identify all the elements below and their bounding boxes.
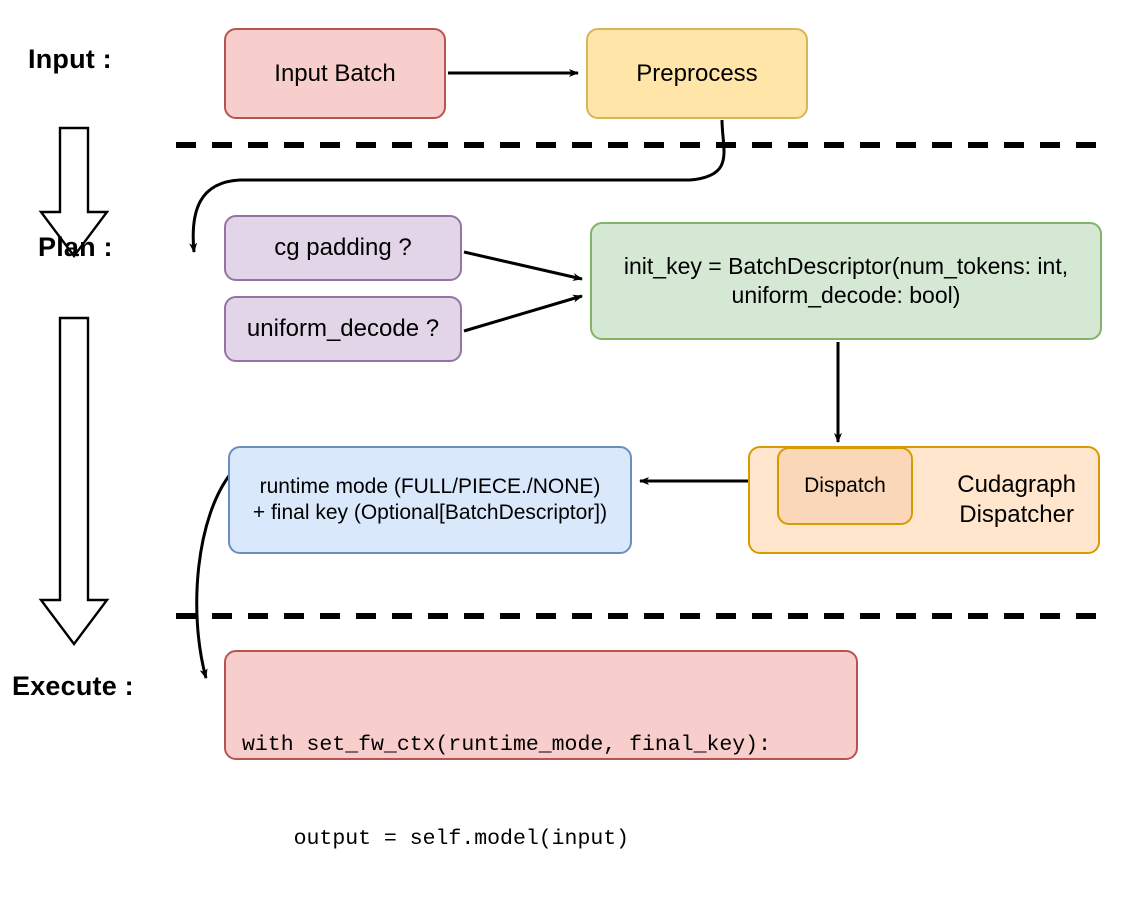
node-runtime-mode[interactable]: runtime mode (FULL/PIECE./NONE) + final … (228, 446, 632, 554)
node-uniform-decode-label: uniform_decode ? (246, 315, 440, 342)
edge-preprocess-to-cg-padding (189, 119, 726, 253)
node-cudagraph-dispatcher-line2: Dispatcher (959, 501, 1074, 528)
node-init-key[interactable]: init_key = BatchDescriptor(num_tokens: i… (590, 222, 1102, 340)
node-dispatch-label: Dispatch (804, 473, 886, 497)
diagram-canvas: Input : Plan : Execute : Input Batch Pre… (12, 28, 1102, 851)
node-init-key-line1: init_key = BatchDescriptor(num_tokens: i… (623, 253, 1069, 280)
node-init-key-line2: uniform_decode: bool) (731, 282, 961, 308)
code-line-1: with set_fw_ctx(runtime_mode, final_key)… (242, 733, 771, 758)
stage-label-plan: Plan : (38, 232, 113, 262)
node-cg-padding[interactable]: cg padding ? (224, 215, 462, 281)
input-to-plan-block-arrow (38, 126, 110, 258)
node-uniform-decode[interactable]: uniform_decode ? (224, 296, 462, 362)
node-cudagraph-dispatcher-line1: Cudagraph (957, 471, 1076, 498)
node-preprocess-label: Preprocess (636, 59, 758, 87)
node-runtime-mode-line1: runtime mode (FULL/PIECE./NONE) (259, 474, 601, 498)
edge-runtime-mode-to-code-block (195, 471, 234, 679)
node-cudagraph-dispatcher-text: Cudagraph Dispatcher (957, 470, 1076, 530)
edge-cg-padding-to-init-key (463, 250, 583, 281)
node-dispatch[interactable]: Dispatch (777, 447, 913, 525)
node-runtime-mode-line2: + final key (Optional[BatchDescriptor]) (252, 501, 608, 524)
node-input-batch[interactable]: Input Batch (224, 28, 446, 119)
stage-label-execute: Execute : (12, 671, 134, 701)
connector-layer (38, 69, 1098, 679)
node-preprocess[interactable]: Preprocess (586, 28, 808, 119)
node-code-block[interactable]: with set_fw_ctx(runtime_mode, final_key)… (224, 650, 858, 851)
node-input-batch-label: Input Batch (274, 59, 396, 87)
edge-uniform-decode-to-init-key (463, 294, 583, 333)
plan-to-execute-block-arrow (38, 316, 110, 646)
stage-label-input: Input : (28, 44, 112, 74)
node-init-key-text: init_key = BatchDescriptor(num_tokens: i… (624, 252, 1068, 310)
code-line-2: output = self.model(input) (242, 826, 630, 851)
node-cg-padding-label: cg padding ? (274, 234, 412, 261)
node-runtime-mode-text: runtime mode (FULL/PIECE./NONE) + final … (253, 474, 607, 527)
